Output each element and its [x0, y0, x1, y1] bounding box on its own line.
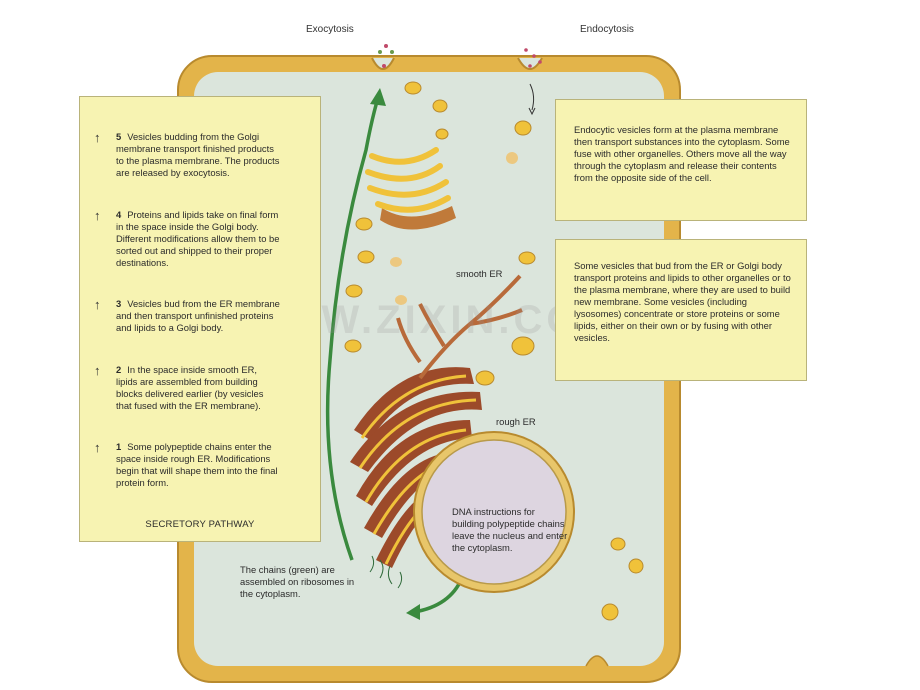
- smooth-er: [396, 274, 523, 380]
- up-arrow-icon: ↑: [94, 130, 101, 145]
- golgi-body: [365, 147, 456, 230]
- step-number: 2: [116, 364, 122, 375]
- vesicles: [344, 81, 644, 621]
- step-text: Vesicles budding from the Golgi membrane…: [116, 131, 280, 178]
- smooth-er-label: smooth ER: [456, 268, 503, 279]
- ribosome-label: The chains (green) are assembled on ribo…: [240, 564, 355, 599]
- secretory-pathway-arrow: [325, 97, 380, 561]
- endocytosis-label: Endocytosis: [580, 24, 634, 35]
- step-number: 1: [116, 441, 122, 452]
- step-number: 4: [116, 209, 122, 220]
- rough-er: [350, 367, 482, 568]
- endocytic-panel: Endocytic vesicles form at the plasma me…: [555, 99, 807, 221]
- exocytosis-label: Exocytosis: [306, 24, 354, 35]
- up-arrow-icon: ↑: [94, 297, 101, 312]
- vesicle-transport-panel: Some vesicles that bud from the ER or Go…: [555, 239, 807, 381]
- step-text: Some polypeptide chains enter the space …: [116, 441, 278, 488]
- step-number: 5: [116, 131, 122, 142]
- up-arrow-icon: ↑: [94, 208, 101, 223]
- secretory-pathway-title: SECRETORY PATHWAY: [145, 519, 255, 530]
- step-text: Proteins and lipids take on final form i…: [116, 209, 280, 268]
- rough-er-label: rough ER: [496, 416, 536, 427]
- step-text: Vesicles bud from the ER membrane and th…: [116, 298, 280, 333]
- exocytosis-pocket: [371, 57, 395, 70]
- step-text: In the space inside smooth ER, lipids ar…: [116, 364, 264, 411]
- up-arrow-icon: ↑: [94, 363, 101, 378]
- up-arrow-icon: ↑: [94, 440, 101, 455]
- step-number: 3: [116, 298, 122, 309]
- nucleus: [421, 439, 567, 585]
- nucleus-label: DNA instructions for building polypeptid…: [452, 506, 568, 553]
- polypeptide-chains: [369, 555, 403, 589]
